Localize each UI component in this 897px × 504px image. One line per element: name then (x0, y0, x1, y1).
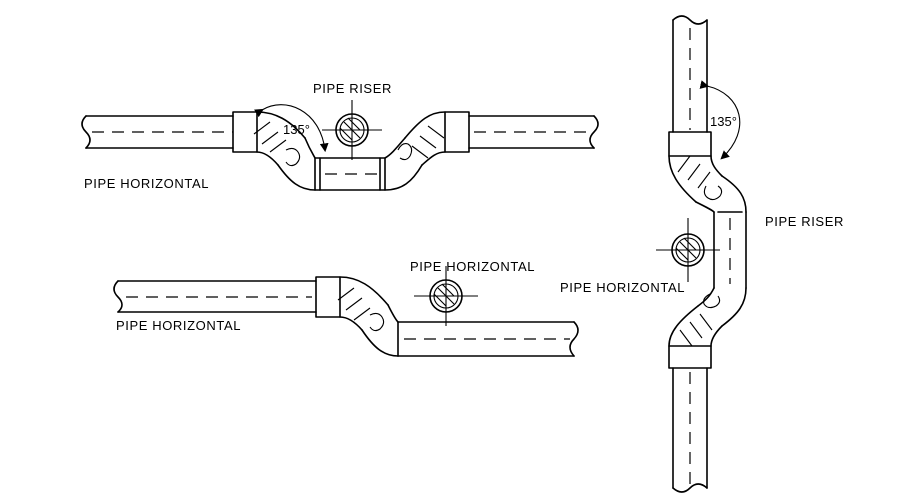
top-angle-label: 135° (283, 122, 310, 137)
top-riser-label: PIPE RISER (313, 81, 392, 96)
right-bottom-elbow (668, 287, 747, 369)
top-horizontal-label: PIPE HORIZONTAL (84, 176, 209, 191)
right-top-pipe (672, 15, 708, 133)
bottom-left-pipe (113, 280, 317, 313)
right-offset-detail: 135° PIPE RISER PIPE HORIZONTAL (560, 15, 844, 493)
right-bottom-pipe (672, 367, 708, 493)
bottom-elbow (315, 276, 399, 357)
top-middle-pipe (314, 157, 386, 191)
top-angle-arc (254, 104, 329, 153)
top-left-pipe (81, 115, 234, 149)
right-angle-arc (699, 80, 741, 160)
bottom-section-symbol (414, 266, 478, 326)
top-right-elbow (384, 111, 470, 191)
bottom-offset-detail: PIPE HORIZONTAL PIPE HORIZONTAL (113, 259, 579, 357)
top-riser-section-symbol (322, 100, 382, 160)
bottom-right-pipe (397, 321, 579, 357)
right-horizontal-label: PIPE HORIZONTAL (560, 280, 685, 295)
bottom-horizontal-label-left: PIPE HORIZONTAL (116, 318, 241, 333)
right-riser-label: PIPE RISER (765, 214, 844, 229)
right-angle-label: 135° (710, 114, 737, 129)
top-offset-detail: 135° PIPE RISER PIPE HORIZONTAL (81, 81, 599, 191)
right-top-elbow (668, 131, 747, 213)
top-right-pipe (468, 115, 599, 149)
right-section-symbol (656, 218, 720, 282)
bottom-horizontal-label-top: PIPE HORIZONTAL (410, 259, 535, 274)
